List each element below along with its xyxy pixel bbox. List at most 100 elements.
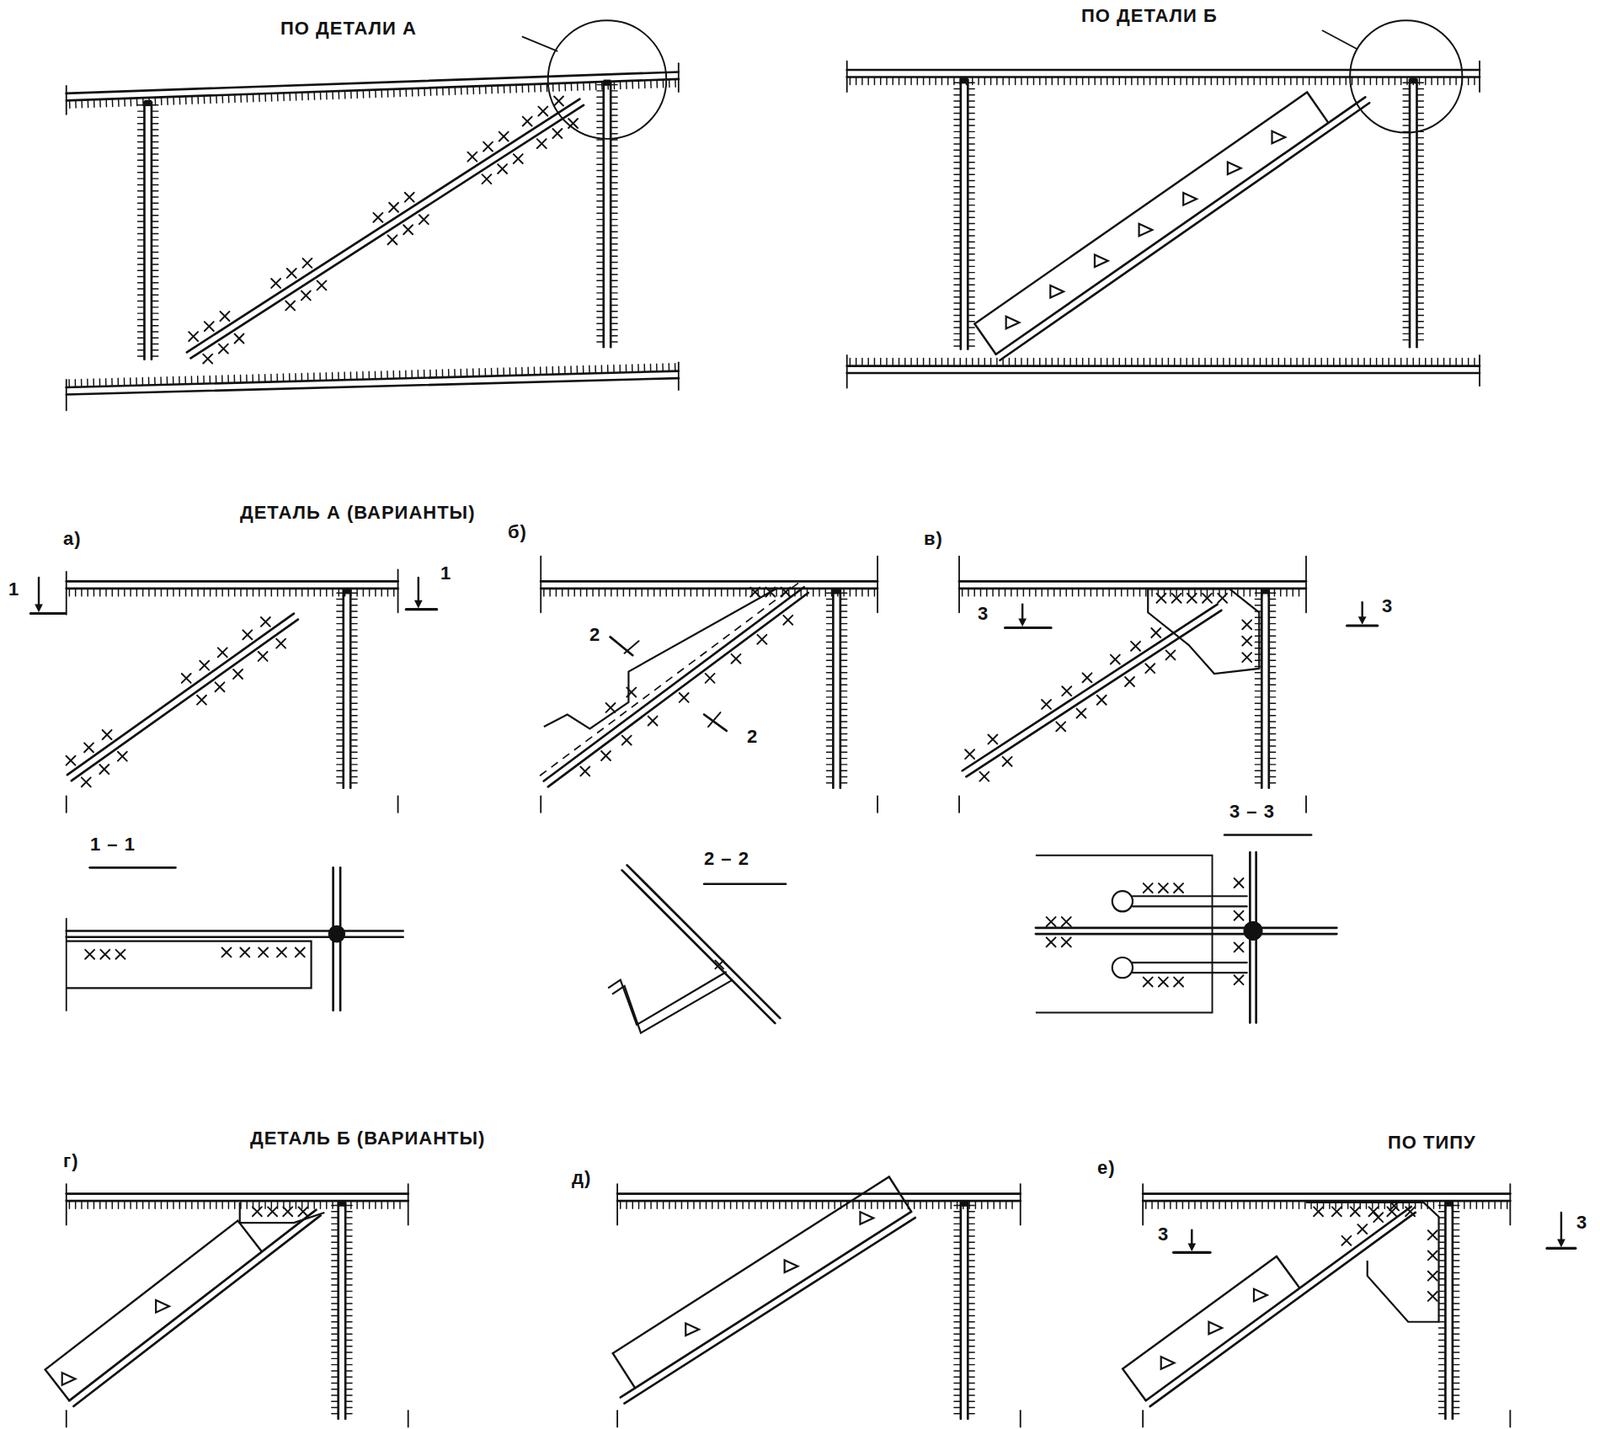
drawing-line (954, 137, 960, 139)
drawing-line (204, 321, 214, 331)
drawing-line (968, 259, 975, 261)
drawing-line (944, 1201, 945, 1209)
drawing-line (968, 283, 975, 285)
drawing-line (1402, 309, 1409, 310)
drawing-line (252, 1206, 262, 1216)
drawing-line (346, 1253, 352, 1255)
drawing-line (301, 290, 311, 300)
drawing-line (928, 77, 930, 85)
drawing-line (1439, 1333, 1446, 1335)
drawing-line (597, 310, 603, 312)
drawing-line (69, 101, 71, 108)
drawing-line (1376, 357, 1377, 365)
drawing-line (331, 1388, 338, 1390)
drawing-line (1417, 88, 1424, 90)
drawing-line (611, 90, 618, 91)
drawing-line (1402, 88, 1409, 90)
drawing-line (867, 77, 869, 85)
drawing-line (301, 588, 303, 596)
weld-triangle (1050, 285, 1064, 299)
drawing-line (215, 375, 218, 383)
drawing-line (368, 588, 370, 596)
drawing-line (1402, 277, 1409, 279)
drawing-line (968, 247, 975, 249)
drawing-line (611, 249, 618, 251)
drawing-line (190, 105, 584, 359)
drawing-line (117, 752, 128, 762)
drawing-line (74, 101, 77, 108)
drawing-line (1212, 588, 1214, 596)
drawing-line (1026, 357, 1028, 365)
drawing-line (138, 330, 144, 332)
drawing-line (1417, 143, 1424, 144)
section-title: 2 – 2 (704, 848, 750, 870)
drawing-line (152, 196, 159, 198)
drawing-line (1433, 1201, 1435, 1209)
drawing-line (1145, 588, 1147, 596)
drawing-line (1285, 1201, 1287, 1209)
drawing-line (203, 588, 205, 596)
drawing-line (1453, 1394, 1460, 1396)
drawing-line (65, 379, 68, 411)
drawing-line (962, 604, 1218, 772)
drawing-line (218, 344, 229, 354)
drawing-line (1488, 1201, 1489, 1209)
drawing-line (276, 373, 278, 381)
drawing-line (138, 110, 144, 112)
drawing-line (954, 1315, 960, 1317)
drawing-line (502, 368, 505, 375)
drawing-line (736, 1201, 737, 1209)
drawing-line (215, 96, 218, 103)
drawing-line (346, 1302, 352, 1304)
drawing-line (1376, 77, 1377, 85)
drawing-line (258, 947, 268, 957)
drawing-line (619, 81, 622, 89)
drawing-line (992, 588, 993, 596)
drawing-line (331, 1296, 338, 1298)
drawing-line (971, 77, 973, 85)
drawing-line (1082, 357, 1083, 365)
drawing-line (1020, 77, 1022, 85)
section-arrow (1018, 618, 1027, 628)
drawing-line (1069, 357, 1071, 365)
drawing-line (346, 1321, 352, 1323)
drawing-line (69, 588, 70, 596)
drawing-line (1463, 1201, 1465, 1209)
drawing-line (221, 96, 224, 103)
drawing-line (917, 357, 918, 365)
drawing-line (271, 278, 281, 288)
drawing-line (1231, 1201, 1232, 1209)
drawing-line (901, 1201, 902, 1209)
drawing-line (1473, 77, 1475, 85)
drawing-line (977, 357, 979, 365)
drawing-line (1234, 911, 1244, 921)
drawing-line (240, 95, 242, 102)
drawing-line (65, 1184, 68, 1225)
drawing-line (1228, 357, 1230, 365)
drawing-line (913, 1201, 915, 1209)
drawing-line (1136, 357, 1138, 365)
drawing-line (968, 210, 975, 212)
drawing-line (485, 86, 487, 94)
drawing-line (986, 1201, 988, 1209)
drawing-line (1320, 357, 1322, 365)
drawing-line (1402, 112, 1409, 114)
drawing-line (1402, 137, 1409, 139)
drawing-line (258, 1201, 260, 1209)
drawing-line (374, 588, 376, 596)
drawing-line (152, 190, 159, 192)
drawing-line (1145, 1201, 1147, 1209)
drawing-line (338, 91, 341, 99)
drawing-line (435, 369, 438, 377)
drawing-line (1061, 686, 1072, 696)
drawing-line (1493, 1201, 1495, 1209)
drawing-line (503, 85, 506, 93)
drawing-line (954, 1345, 960, 1347)
variant-letter: в) (923, 528, 944, 550)
drawing-line (138, 306, 144, 308)
drawing-line (1254, 727, 1261, 729)
drawing-line (152, 202, 159, 203)
drawing-line (1417, 234, 1424, 236)
drawing-line (597, 273, 603, 275)
drawing-line (152, 330, 159, 332)
